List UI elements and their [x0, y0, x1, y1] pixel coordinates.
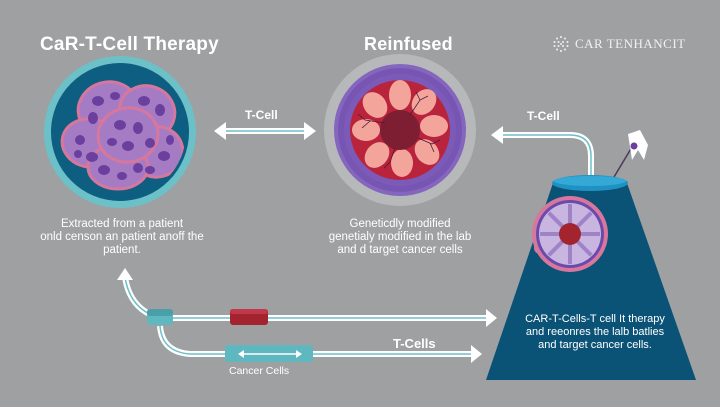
- left-double-arrow: [214, 122, 316, 140]
- caption-line: genetialy modified in the lab: [328, 231, 472, 243]
- arrow-label-t-cells: T-Cells: [393, 336, 436, 351]
- caption-infusion: CAR-T-Cells-T cell It therapy and reeonr…: [510, 313, 680, 352]
- cancer-cells-label: Cancer Cells: [229, 365, 290, 377]
- caption-line: Geneticdly modified: [349, 218, 451, 230]
- main-title: CaR-T-Cell Therapy: [40, 34, 219, 55]
- brand-name: CAR TENHANCIT: [575, 36, 686, 51]
- caption-modified: Geneticdly modified genetialy modified i…: [320, 218, 480, 257]
- caption-extracted: Extracted from a patient onld censon an …: [22, 218, 222, 257]
- car-t-cell-image: [532, 196, 608, 272]
- caption-line: patient.: [103, 244, 141, 256]
- cancer-cells-tube: [225, 345, 313, 362]
- caption-line: CAR-T-Cells-T cell It therapy: [525, 313, 665, 325]
- dotted-globe-icon: [553, 36, 569, 52]
- caption-line: onld censon an patient anoff the: [40, 231, 204, 243]
- caption-line: and target cancer cells.: [538, 339, 652, 351]
- stage-title-reinfused: Reinfused: [364, 34, 453, 54]
- caption-line: and reeonres the lalb batlies: [525, 326, 665, 338]
- cancer-cell-cluster-image: [44, 56, 196, 208]
- caption-line: Extracted from a patient: [60, 218, 184, 230]
- blood-bag: [230, 309, 268, 325]
- brand-logo: CAR TENHANCIT: [552, 35, 686, 53]
- tumor-cross-section-image: [324, 54, 476, 206]
- arrow-label-t-cell-left: T-Cell: [245, 108, 278, 122]
- ribbon-syringe-icon: [613, 130, 648, 178]
- connector-block: [147, 309, 173, 325]
- caption-line: and d target cancer cells: [337, 244, 463, 256]
- infusion-cone-image: [486, 175, 696, 380]
- arrow-label-t-cell-right: T-Cell: [527, 109, 560, 123]
